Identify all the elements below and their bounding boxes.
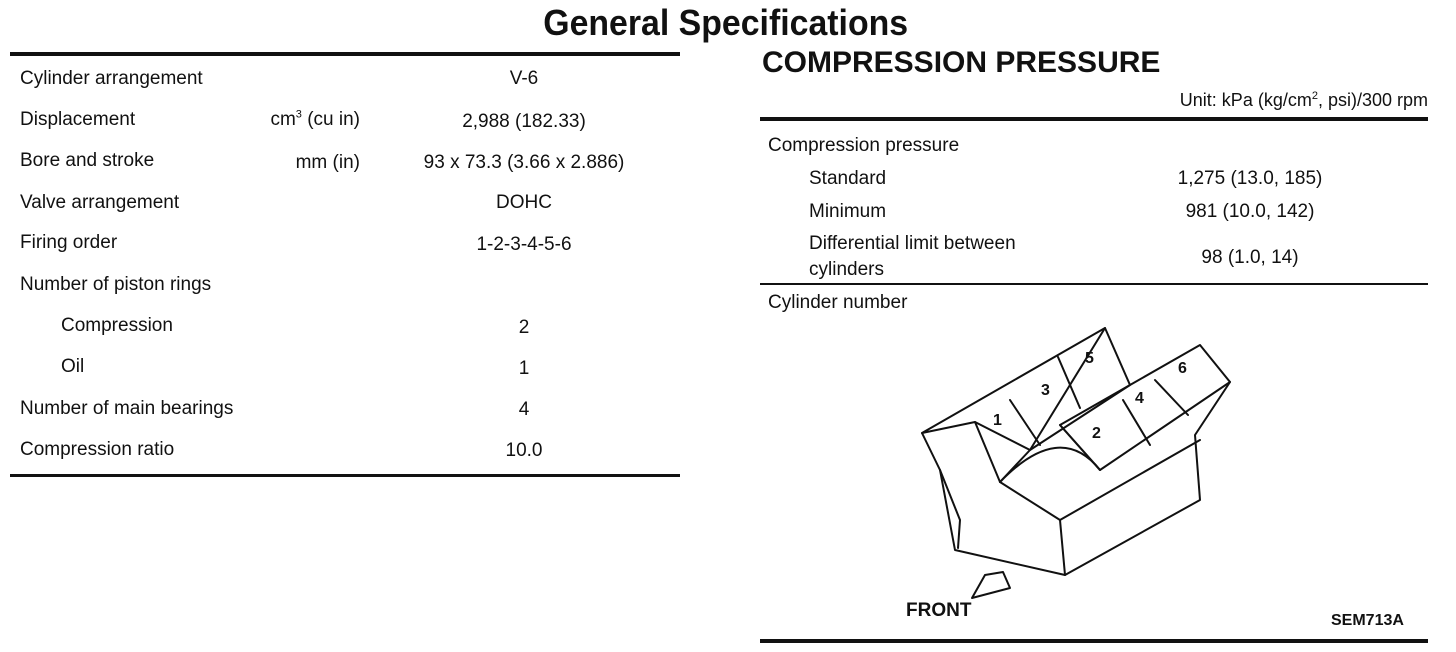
cylinder-6-label: 6 [1178, 360, 1187, 377]
cylinder-3-label: 3 [1041, 382, 1050, 399]
spec-label: Number of piston rings [20, 274, 212, 295]
left-bank-top [921, 327, 1131, 451]
row-label: Differential limit between [809, 233, 1016, 254]
cylinder-2-label: 2 [1092, 425, 1101, 442]
spec-label: Number of main bearings [20, 398, 234, 419]
cylinder-5-label: 5 [1085, 350, 1094, 367]
row-label-line2: cylinders [809, 259, 884, 280]
cylinder-4-label: 4 [1135, 390, 1144, 407]
spec-label: Oil [61, 356, 85, 377]
spec-value: 2,988 (182.33) [462, 111, 586, 132]
compression-top-rule [760, 117, 1428, 121]
page-title: General Specifications [543, 2, 909, 43]
spec-value: 4 [518, 399, 530, 420]
spec-label: Compression ratio [20, 439, 175, 460]
spec-value: 1-2-3-4-5-6 [476, 234, 572, 255]
spec-label: Valve arrangement [20, 192, 180, 213]
cylinder-number-label: Cylinder number [768, 292, 908, 313]
section-label: Compression pressure [768, 135, 960, 156]
row-value: 98 (1.0, 14) [1201, 247, 1299, 268]
row-value: 981 (10.0, 142) [1185, 201, 1315, 222]
left-table-top-rule [10, 52, 680, 56]
spec-label: Displacement [20, 109, 136, 130]
compression-mid-rule [760, 283, 1428, 285]
unit-note: Unit: kPa (kg/cm2, psi)/300 rpm [1179, 90, 1428, 110]
compression-bottom-rule [760, 639, 1428, 643]
spec-unit: mm (in) [295, 152, 360, 173]
cylinder-1-label: 1 [993, 412, 1002, 429]
engine-cylinder-diagram: 1 2 3 4 5 6 [921, 327, 1231, 599]
spec-label: Compression [61, 315, 173, 336]
row-value: 1,275 (13.0, 185) [1177, 168, 1323, 189]
compression-title: COMPRESSION PRESSURE [762, 46, 1161, 79]
row-label: Standard [809, 168, 887, 189]
spec-label: Firing order [20, 232, 118, 253]
front-label: FRONT [906, 600, 972, 621]
spec-value: 2 [518, 317, 530, 338]
figure-code: SEM713A [1331, 612, 1404, 629]
spec-label: Cylinder arrangement [20, 68, 203, 89]
spec-value: DOHC [496, 192, 552, 213]
spec-unit: cm3 (cu in) [270, 108, 360, 130]
spec-value: V-6 [509, 68, 539, 89]
left-table-bottom-rule [10, 474, 680, 477]
spec-value: 93 x 73.3 (3.66 x 2.886) [423, 152, 625, 173]
front-arrow [971, 571, 1011, 599]
spec-label: Bore and stroke [20, 150, 155, 171]
row-label: Minimum [809, 201, 887, 222]
spec-value: 1 [518, 358, 530, 379]
spec-value: 10.0 [505, 440, 543, 461]
left-bank-side [974, 327, 1106, 483]
